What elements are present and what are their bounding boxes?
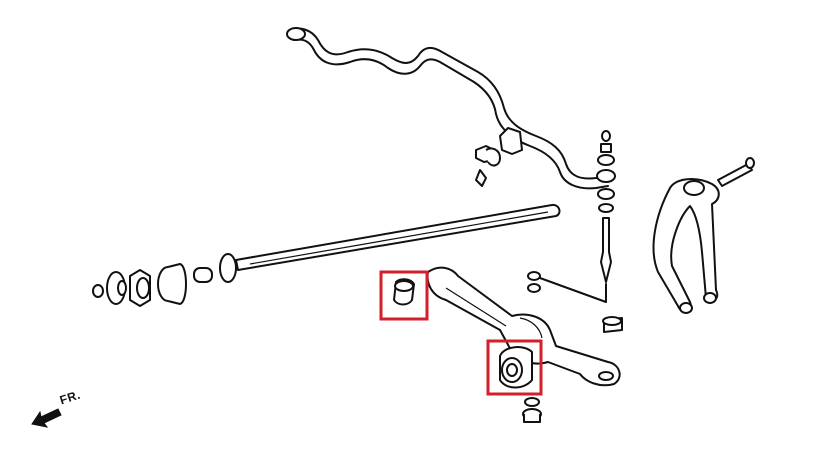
front-bushing-highlight [379, 270, 429, 321]
torsion-bar [235, 203, 561, 271]
front-direction-arrow-icon [31, 408, 62, 428]
upper-arm [652, 157, 755, 314]
stabilizer-bushing-set [475, 127, 523, 187]
torsion-bar-bushing-cluster [92, 253, 237, 307]
rear-bushing [499, 346, 533, 389]
rear-bushing-highlight [486, 339, 543, 396]
lower-control-arm [426, 266, 621, 387]
arm-hardware [522, 271, 623, 423]
front-bushing [393, 278, 415, 306]
stabilizer-link [596, 130, 616, 283]
stabilizer-bar [286, 27, 609, 190]
